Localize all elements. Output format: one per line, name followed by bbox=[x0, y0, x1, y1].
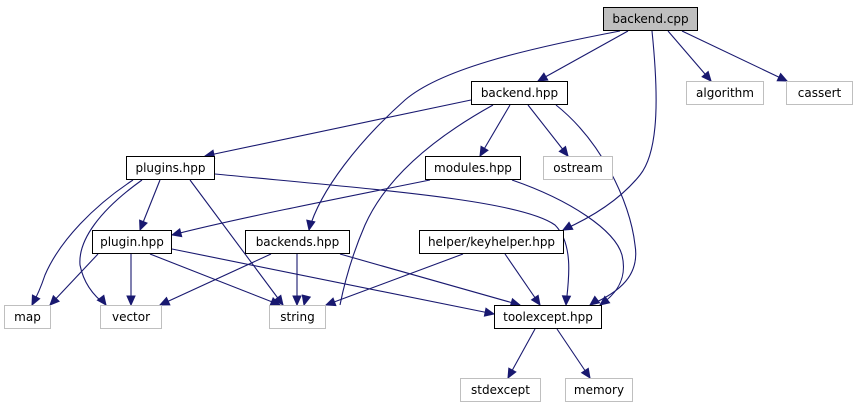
edge-backends-hpp-to-vector bbox=[158, 253, 272, 306]
arrowhead-icon bbox=[324, 297, 337, 307]
edge-plugin-hpp-to-toolexcept-hpp bbox=[171, 248, 496, 317]
arrowhead-icon bbox=[507, 367, 517, 380]
arrowhead-icon bbox=[301, 294, 312, 307]
node-plugin-hpp[interactable]: plugin.hpp bbox=[92, 230, 172, 254]
edge-plugin-hpp-to-vector bbox=[126, 254, 136, 307]
arrowhead-icon bbox=[561, 221, 574, 231]
edge-plugins-hpp-to-map bbox=[31, 179, 134, 307]
edge-backend-cpp-to-algorithm bbox=[667, 30, 712, 82]
node-string[interactable]: string bbox=[269, 305, 326, 329]
edge-modules-hpp-to-toolexcept-hpp bbox=[511, 179, 624, 306]
edge-backend-cpp-to-keyhelper-hpp bbox=[561, 30, 657, 231]
edge-toolexcept-hpp-to-memory bbox=[556, 328, 591, 380]
arrowhead-icon bbox=[96, 294, 107, 306]
node-cassert[interactable]: cassert bbox=[786, 81, 853, 105]
edge-backend-hpp-to-string bbox=[301, 104, 494, 307]
arrowhead-icon bbox=[561, 295, 572, 307]
edge-backend-cpp-to-cassert bbox=[681, 30, 789, 82]
arrowhead-icon bbox=[530, 294, 541, 307]
arrowhead-icon bbox=[306, 219, 316, 232]
edge-backend-cpp-to-backend-hpp bbox=[536, 30, 629, 82]
node-keyhelper-hpp[interactable]: helper/keyhelper.hpp bbox=[419, 230, 564, 254]
edge-plugin-hpp-to-map bbox=[49, 253, 99, 306]
arrowhead-icon bbox=[31, 294, 41, 307]
arrowhead-icon bbox=[483, 307, 496, 317]
edge-plugins-hpp-to-plugin-hpp bbox=[139, 179, 161, 232]
arrowhead-icon bbox=[580, 367, 591, 380]
node-memory[interactable]: memory bbox=[565, 378, 633, 402]
arrowhead-icon bbox=[599, 295, 611, 306]
node-stdexcept[interactable]: stdexcept bbox=[460, 378, 541, 402]
node-toolexcept-hpp[interactable]: toolexcept.hpp bbox=[494, 305, 602, 329]
edge-backend-hpp-to-ostream bbox=[527, 104, 569, 157]
node-ostream[interactable]: ostream bbox=[543, 156, 613, 180]
edge-keyhelper-hpp-to-string bbox=[324, 253, 464, 307]
arrowhead-icon bbox=[536, 72, 549, 82]
node-vector[interactable]: vector bbox=[100, 305, 162, 329]
edge-plugins-hpp-to-string bbox=[189, 179, 284, 306]
arrowhead-icon bbox=[479, 145, 489, 158]
edge-modules-hpp-to-plugin-hpp bbox=[170, 179, 431, 238]
node-modules-hpp[interactable]: modules.hpp bbox=[425, 156, 521, 180]
node-plugins-hpp[interactable]: plugins.hpp bbox=[126, 156, 215, 180]
arrowhead-icon bbox=[158, 296, 171, 306]
arrowhead-icon bbox=[701, 70, 712, 82]
node-backends-hpp[interactable]: backends.hpp bbox=[245, 230, 350, 254]
edge-backend-cpp-to-backends-hpp bbox=[306, 30, 621, 232]
node-algorithm[interactable]: algorithm bbox=[686, 81, 764, 105]
arrowhead-icon bbox=[273, 294, 284, 306]
edge-backend-hpp-to-plugins-hpp bbox=[203, 99, 472, 159]
arrowhead-icon bbox=[558, 145, 569, 157]
edge-toolexcept-hpp-to-stdexcept bbox=[507, 328, 536, 380]
edge-plugins-hpp-to-vector bbox=[79, 179, 143, 306]
arrowhead-icon bbox=[126, 295, 136, 307]
edge-keyhelper-hpp-to-toolexcept-hpp bbox=[504, 253, 541, 307]
arrowhead-icon bbox=[589, 295, 601, 306]
edge-backends-hpp-to-toolexcept-hpp bbox=[339, 253, 522, 308]
node-map[interactable]: map bbox=[4, 305, 51, 329]
arrowhead-icon bbox=[139, 219, 148, 232]
node-backend-cpp[interactable]: backend.cpp bbox=[603, 7, 698, 31]
arrowhead-icon bbox=[49, 294, 60, 306]
arrowhead-icon bbox=[776, 72, 789, 82]
edge-plugins-hpp-to-toolexcept-hpp bbox=[214, 173, 572, 307]
edge-backend-hpp-to-modules-hpp bbox=[479, 104, 511, 158]
arrowhead-icon bbox=[292, 295, 302, 307]
node-backend-hpp[interactable]: backend.hpp bbox=[471, 81, 568, 105]
edge-backends-hpp-to-string bbox=[292, 254, 302, 307]
arrowhead-icon bbox=[170, 228, 183, 238]
